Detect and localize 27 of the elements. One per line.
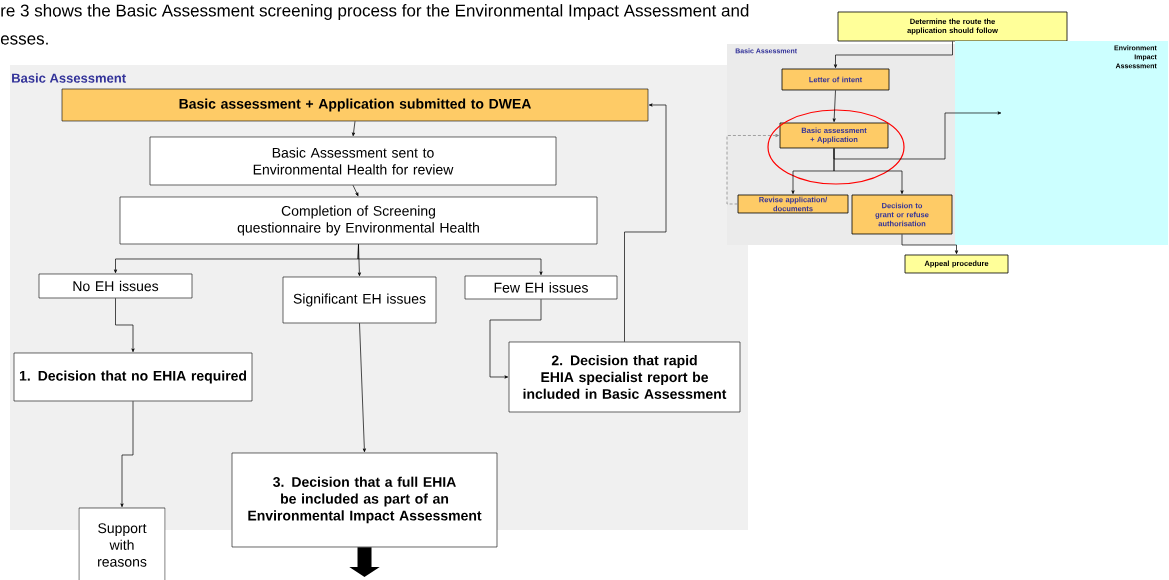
process-box: No EH issues [38,273,193,299]
body-text: esses. [0,35,48,45]
process-box: Completion of Screening questionnaire by Environmental Health [119,196,598,245]
process-box: Support with reasons [78,507,166,580]
arrow [832,90,836,122]
process-box: Few EH issues [464,275,618,300]
arrow [624,103,667,343]
process-box: Significant EH issues [282,276,437,324]
body-text: re 3 shows the Basic Assessment screening process for the Environmental Impact Assessment and [1,4,749,20]
panel [955,41,1168,245]
panel-heading: Basic Assessment [12,73,126,83]
arrow [352,184,359,197]
arrow [901,234,959,254]
arrow [489,298,542,379]
process-box: Basic Assessment sent to Environmental Health for review [149,136,557,186]
arrow [833,41,953,68]
process-box: 1. Decision that no EHIA required [13,352,253,402]
arrow [351,120,356,137]
arrow [115,297,135,353]
arrow [120,400,134,508]
arrow [359,322,366,453]
process-box: 2. Decision that rapid EHIA specialist report be included in Basic Assessment [508,341,741,413]
arrow [833,111,1002,160]
process-box: 3. Decision that a full EHIA be included as part of an Environmental Impact Assessment [231,452,498,548]
arrow [726,133,779,205]
arrow [357,243,543,276]
process-box: Basic assessment + Application submitted to DWEA [61,88,649,122]
